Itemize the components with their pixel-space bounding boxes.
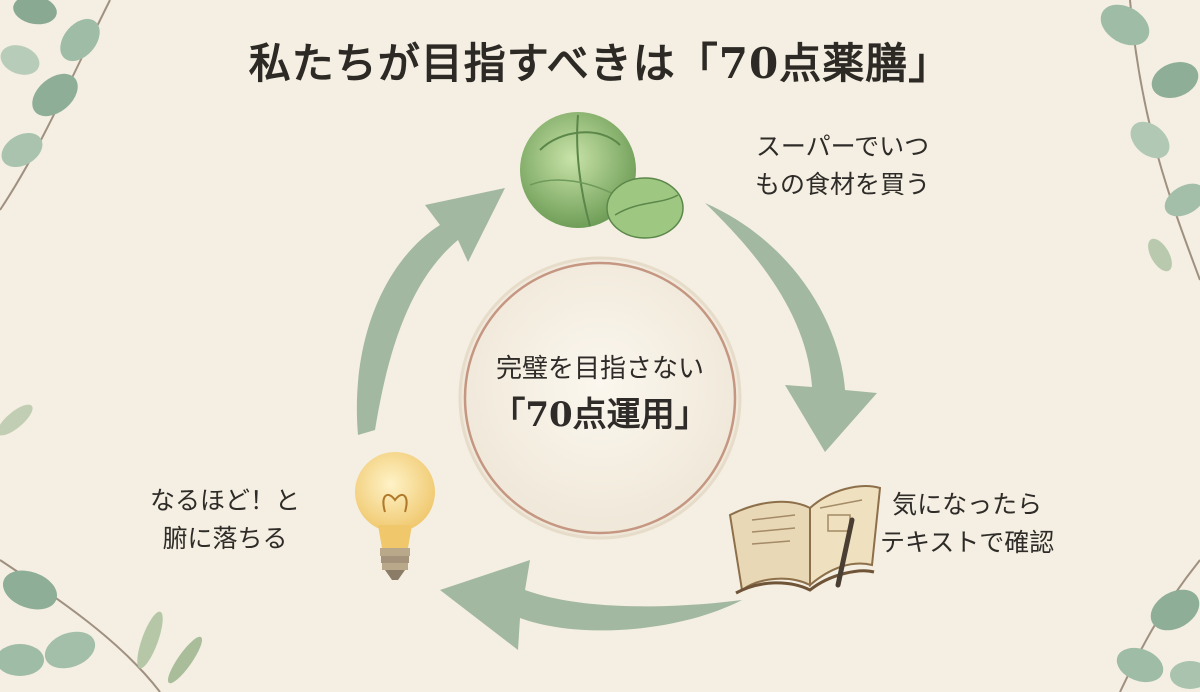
eucalyptus-bottom-right-decoration [1116,559,1200,692]
arrow-book-to-bulb [440,560,742,650]
center-circle [458,256,742,540]
step-label-check-textbook: 気になったら テキストで確認 [880,490,1055,557]
eucalyptus-top-left-decoration [0,0,111,211]
center-message: 完璧を目指さない 「70点運用」 [455,349,745,441]
eucalyptus-top-right-decoration [1100,0,1200,281]
step-label-understand: なるほど！と 腑に落ちる [150,486,301,553]
page-title: 私たちが目指すべきは「70点薬膳」 [248,39,952,88]
center-line-1: 完璧を目指さない [495,354,704,384]
light-bulb-icon [355,452,435,580]
arrow-cabbage-to-book [705,203,877,452]
eucalyptus-bottom-left-decoration [0,404,203,692]
open-book-icon [728,485,882,595]
cabbage-icon [520,112,684,239]
arrow-bulb-to-cabbage [356,188,505,435]
center-line-2: 「70点運用」 [491,395,709,435]
step-label-buy-ingredients: スーパーでいつ もの食材を買う [755,132,931,199]
